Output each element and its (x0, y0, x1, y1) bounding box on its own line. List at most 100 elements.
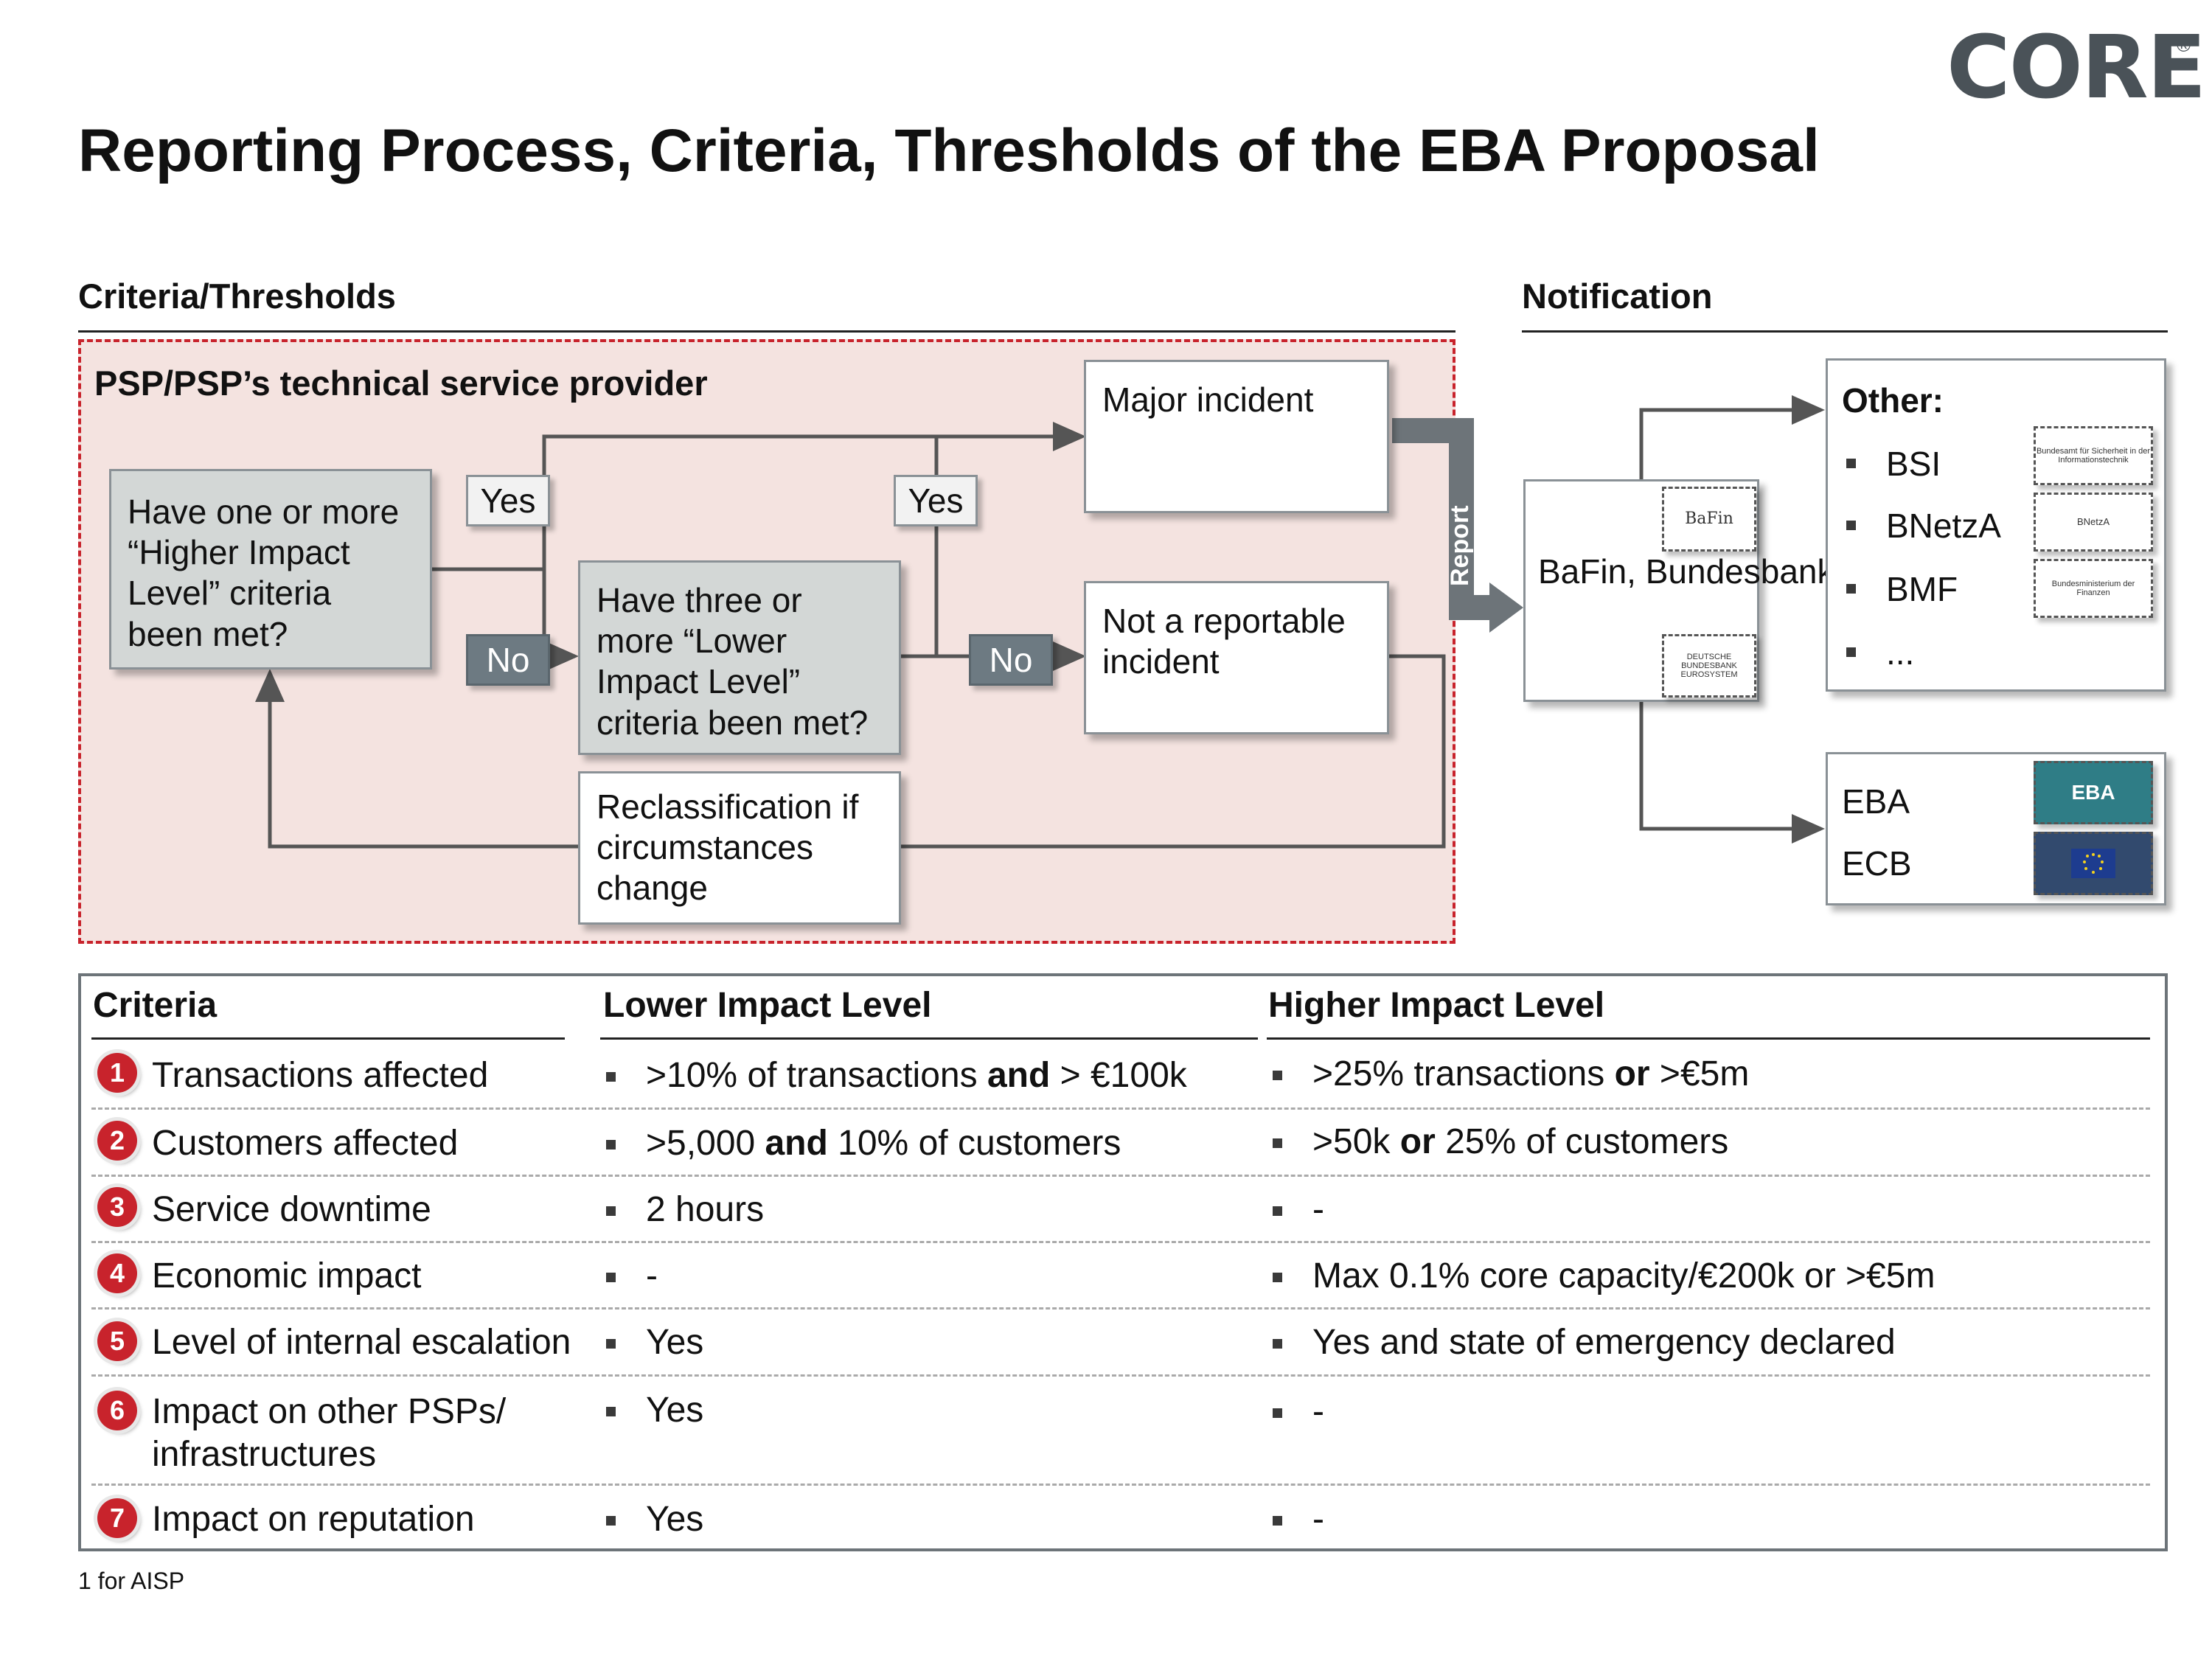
ecb-building-image (2034, 832, 2153, 895)
lower-customers: >5,000 and 10% of customers (646, 1124, 1121, 1163)
reclass-loop-right (901, 654, 1446, 849)
bnetza-logo: BNetzA (2034, 493, 2153, 552)
lower-reputation: Yes (646, 1500, 704, 1539)
bundesbank-logo: DEUTSCHE BUNDESBANK EUROSYSTEM (1662, 634, 1756, 698)
bullet-icon (1273, 1516, 1282, 1526)
row-divider (91, 1175, 2150, 1177)
criteria-number-badge: 1 (97, 1053, 137, 1093)
criteria-number-badge: 5 (97, 1321, 137, 1361)
bullet-icon (606, 1273, 616, 1282)
higher-economic: Max 0.1% core capacity/€200k or >€5m (1312, 1256, 1935, 1295)
reclass-loop-left (255, 669, 578, 849)
notify-arrow-other (1639, 395, 1825, 481)
eu-item-eba: EBA (1842, 782, 1910, 821)
bullet-icon (606, 1516, 616, 1526)
lower-economic: - (646, 1256, 658, 1295)
footnote: 1 for AISP (78, 1568, 185, 1594)
criteria-number-badge: 4 (97, 1253, 137, 1293)
eba-logo: EBA (2034, 761, 2153, 824)
section-criteria-thresholds: Criteria/Thresholds (78, 276, 396, 316)
criteria-economic: Economic impact (152, 1256, 422, 1295)
major-incident-box: Major incident (1084, 360, 1389, 513)
no-badge: No (466, 634, 550, 686)
bullet-icon (606, 1140, 616, 1150)
question-lower-impact: Have three or more “Lower Impact Level” … (578, 560, 901, 755)
not-reportable-box: Not a reportable incident (1084, 581, 1389, 734)
authority-text: BaFin, Bundesbank (1538, 552, 1834, 591)
other-item-bsi: BSI (1886, 445, 1941, 483)
psp-area-label: PSP/PSP’s technical service provider (94, 364, 708, 403)
eu-item-ecb: ECB (1842, 844, 1912, 883)
criteria-other-psps: Impact on other PSPs/infrastructures (152, 1392, 507, 1474)
bullet-icon (1273, 1138, 1282, 1148)
header-divider (1267, 1037, 2150, 1040)
bullet-icon (1846, 459, 1856, 468)
header-divider (91, 1037, 565, 1040)
bullet-icon (1846, 521, 1856, 530)
bmf-logo: Bundesministerium der Finanzen (2034, 559, 2153, 618)
other-item-more: ... (1886, 633, 1915, 672)
header-criteria: Criteria (93, 986, 218, 1025)
row-divider (91, 1107, 2150, 1110)
row-divider (91, 1307, 2150, 1310)
bafin-logo: BaFin (1662, 487, 1756, 552)
page-title: Reporting Process, Criteria, Thresholds … (78, 117, 1820, 184)
criteria-transactions: Transactions affected (152, 1056, 489, 1095)
criteria-number-badge: 3 (97, 1187, 137, 1227)
no-badge: No (969, 634, 1053, 686)
criteria-number-badge: 6 (97, 1391, 137, 1430)
bullet-icon (606, 1206, 616, 1216)
row-divider (91, 1484, 2150, 1486)
reclassification-box: Reclassification if circumstances change (578, 771, 901, 925)
higher-other-psps: - (1312, 1392, 1324, 1431)
other-item-bnetza: BNetzA (1886, 507, 2001, 545)
higher-customers: >50k or 25% of customers (1312, 1122, 1729, 1161)
lower-escalation: Yes (646, 1323, 704, 1362)
other-item-bmf: BMF (1886, 570, 1958, 608)
report-arrow (1392, 418, 1494, 620)
criteria-escalation: Level of internal escalation (152, 1323, 571, 1362)
bullet-icon (1846, 647, 1856, 657)
criteria-customers: Customers affected (152, 1124, 459, 1163)
bullet-icon (1846, 584, 1856, 594)
bullet-icon (606, 1072, 616, 1082)
yes-badge: Yes (894, 475, 978, 526)
bullet-icon (1273, 1339, 1282, 1349)
higher-downtime: - (1312, 1190, 1324, 1229)
section-notification: Notification (1522, 276, 1713, 316)
bullet-icon (1273, 1408, 1282, 1418)
header-lower-impact: Lower Impact Level (603, 986, 932, 1025)
higher-escalation: Yes and state of emergency declared (1312, 1323, 1896, 1362)
registered-mark: ® (2177, 34, 2191, 56)
criteria-number-badge: 2 (97, 1121, 137, 1161)
report-label: Report (1446, 505, 1474, 586)
higher-transactions: >25% transactions or >€5m (1312, 1054, 1750, 1093)
bsi-logo: Bundesamt für Sicherheit in der Informat… (2034, 426, 2153, 485)
bullet-icon (1273, 1273, 1282, 1282)
header-divider (600, 1037, 1258, 1040)
higher-reputation: - (1312, 1500, 1324, 1539)
criteria-reputation: Impact on reputation (152, 1500, 475, 1539)
eu-flag-icon (2071, 849, 2115, 878)
bullet-icon (606, 1339, 616, 1349)
yes-badge: Yes (466, 475, 550, 526)
criteria-number-badge: 7 (97, 1498, 137, 1538)
lower-downtime: 2 hours (646, 1190, 765, 1229)
criteria-downtime: Service downtime (152, 1190, 431, 1229)
row-divider (91, 1241, 2150, 1243)
core-logo: CORE (1947, 16, 2206, 118)
report-arrowhead (1489, 582, 1523, 633)
header-higher-impact: Higher Impact Level (1268, 986, 1605, 1025)
question-higher-impact: Have one or more “Higher Impact Level” c… (109, 469, 432, 669)
bullet-icon (1273, 1206, 1282, 1216)
lower-other-psps: Yes (646, 1391, 704, 1430)
bullet-icon (1273, 1071, 1282, 1080)
lower-transactions: >10% of transactions and > €100k (646, 1056, 1187, 1095)
other-title: Other: (1842, 381, 1944, 420)
section-divider (78, 330, 1455, 333)
notify-arrow-eu (1639, 702, 1825, 844)
bullet-icon (606, 1407, 616, 1416)
criteria-table (78, 973, 2168, 1551)
row-divider (91, 1374, 2150, 1377)
